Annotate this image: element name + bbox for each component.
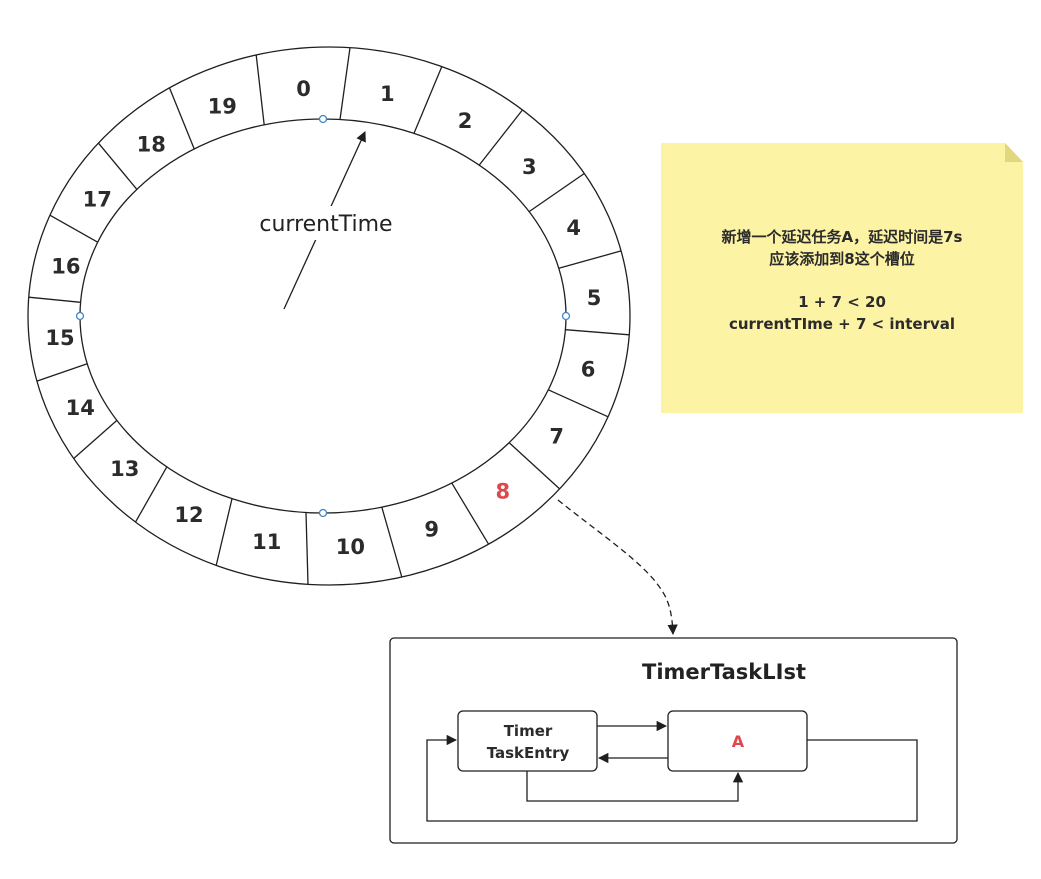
slot-divider xyxy=(451,482,490,545)
note-line-2: 应该添加到8这个槽位 xyxy=(769,250,914,268)
slot-divider xyxy=(528,172,585,213)
note-line-1: 新增一个延迟任务A，延迟时间是7s xyxy=(722,228,963,246)
slot-label-13: 13 xyxy=(110,457,139,481)
inner-ring-handle-right xyxy=(561,311,571,321)
timer-task-list-box: TimerTaskLIst Timer TaskEntry A xyxy=(389,637,958,844)
current-time-label: currentTime xyxy=(259,212,392,237)
slot-label-0: 0 xyxy=(296,77,311,101)
slot-label-15: 15 xyxy=(45,326,74,350)
slot-label-9: 9 xyxy=(424,518,439,542)
slot-divider xyxy=(339,47,351,120)
current-time-label-bg xyxy=(246,206,406,240)
slot-label-11: 11 xyxy=(252,530,281,554)
slot-divider xyxy=(36,363,88,382)
slot-label-3: 3 xyxy=(522,155,537,179)
a-to-entry-loop-arrow xyxy=(426,734,918,822)
timer-task-entry-node xyxy=(457,710,598,772)
timer-task-entry-label-line-1: Timer xyxy=(504,722,553,740)
timer-task-entry-label-line-2: TaskEntry xyxy=(487,744,570,762)
slot-divider xyxy=(97,142,138,190)
task-a-label: A xyxy=(732,732,745,751)
slot-label-12: 12 xyxy=(174,503,203,527)
slot-divider xyxy=(558,250,622,269)
task-a-node xyxy=(667,710,808,772)
sticky-note: 新增一个延迟任务A，延迟时间是7s 应该添加到8这个槽位 1 + 7 < 20 … xyxy=(661,143,1023,413)
slot-label-7: 7 xyxy=(549,425,564,449)
slot-divider xyxy=(49,214,99,243)
slot-divider xyxy=(168,87,195,150)
slot-dividers xyxy=(28,47,630,585)
inner-ring-handle-top xyxy=(318,114,328,124)
inner-ring-handle-bottom xyxy=(318,508,328,518)
timer-task-list-title: TimerTaskLIst xyxy=(642,660,806,684)
slot-label-8: 8 xyxy=(495,480,510,504)
slot-divider xyxy=(255,54,265,125)
slot-label-1: 1 xyxy=(380,82,395,106)
slot-divider xyxy=(413,66,443,134)
note-line-5: currentTIme + 7 < interval xyxy=(729,315,955,333)
slot-divider xyxy=(478,109,524,166)
slot-label-10: 10 xyxy=(336,535,365,559)
slot-divider xyxy=(548,389,609,418)
slot-label-16: 16 xyxy=(51,254,80,278)
slot-divider xyxy=(73,419,118,459)
wheel-outer-ring xyxy=(27,46,631,586)
slot-label-18: 18 xyxy=(137,132,166,156)
slot-to-tasklist-dashed-arrow xyxy=(557,499,678,636)
slot-divider xyxy=(134,466,168,523)
slot-divider xyxy=(508,442,561,490)
slot-divider xyxy=(28,296,81,303)
slot-label-19: 19 xyxy=(208,94,237,118)
slot-divider xyxy=(215,498,233,566)
slot-label-17: 17 xyxy=(83,188,112,212)
wheel-inner-ring xyxy=(79,118,567,514)
slot-label-4: 4 xyxy=(566,216,581,240)
slot-divider xyxy=(381,506,403,578)
note-line-4: 1 + 7 < 20 xyxy=(798,293,886,311)
sticky-note-fold xyxy=(1005,143,1023,162)
sticky-note-paper xyxy=(661,143,1023,413)
entry-to-a-bottom-arrow xyxy=(526,771,744,802)
slot-divider xyxy=(565,329,630,336)
slot-label-5: 5 xyxy=(587,286,602,310)
inner-ring-handle-left xyxy=(75,311,85,321)
slot-divider xyxy=(305,512,309,585)
slot-label-14: 14 xyxy=(66,396,95,420)
slot-label-2: 2 xyxy=(458,109,473,133)
slot-label-6: 6 xyxy=(581,358,596,382)
